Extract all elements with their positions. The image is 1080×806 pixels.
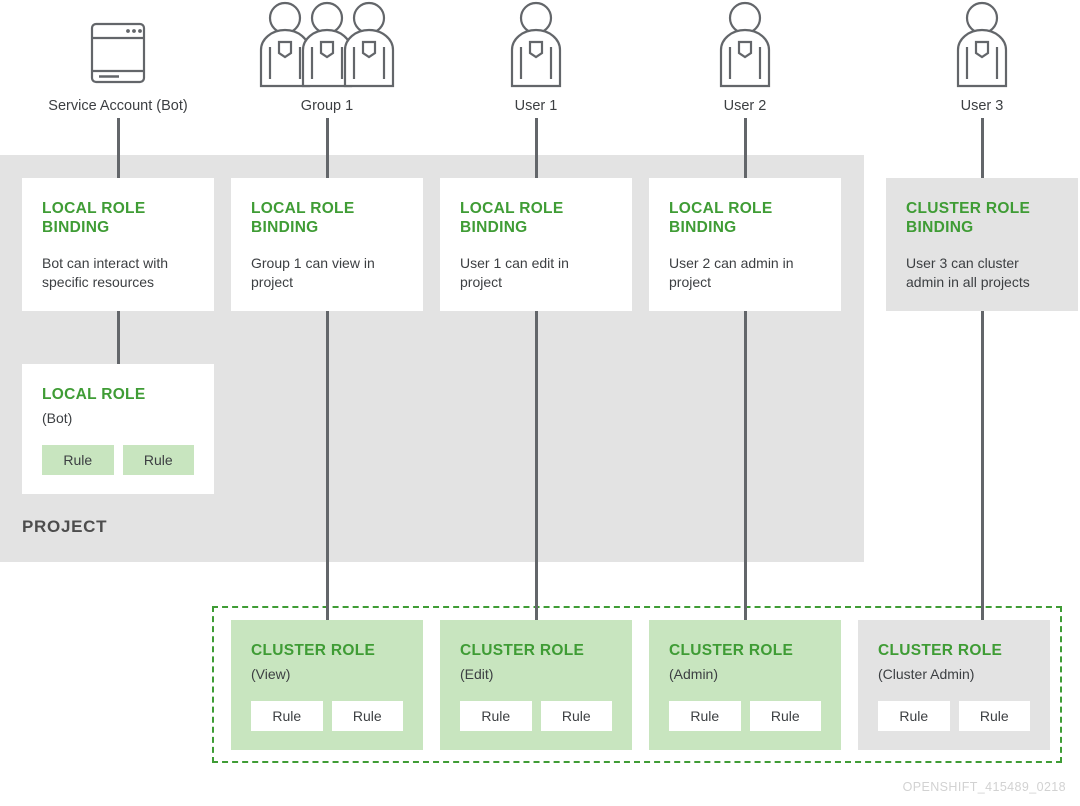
- actor-service-account: Service Account (Bot): [28, 0, 208, 114]
- local-role-binding-card-group1[interactable]: LOCAL ROLE BINDING Group 1 can view in p…: [231, 178, 423, 311]
- rule-chip[interactable]: Rule: [540, 701, 612, 732]
- project-label: PROJECT: [22, 517, 108, 536]
- card-subtitle: (Edit): [460, 665, 494, 682]
- person-icon: [446, 0, 626, 88]
- rule-chip[interactable]: Rule: [122, 445, 194, 476]
- actor-group1: Group 1: [237, 0, 417, 114]
- card-subtitle: (Bot): [42, 409, 73, 426]
- server-window-icon: [28, 0, 208, 88]
- card-title: CLUSTER ROLE: [251, 642, 376, 659]
- card-title: CLUSTER ROLE: [460, 642, 585, 659]
- cluster-role-card-admin[interactable]: CLUSTER ROLE (Admin) Rule Rule: [649, 620, 841, 750]
- local-role-binding-card-user2[interactable]: LOCAL ROLE BINDING User 2 can admin in p…: [649, 178, 841, 311]
- actor-label: User 1: [514, 98, 558, 114]
- card-title: CLUSTER ROLE BINDING: [906, 200, 1031, 236]
- rule-chip[interactable]: Rule: [669, 701, 741, 732]
- card-title: CLUSTER ROLE: [669, 642, 794, 659]
- actor-user1: User 1: [446, 0, 626, 114]
- cluster-role-card-cluster-admin[interactable]: CLUSTER ROLE (Cluster Admin) Rule Rule: [858, 620, 1050, 750]
- rule-chip[interactable]: Rule: [878, 701, 950, 732]
- rule-list: Rule Rule: [460, 701, 612, 732]
- card-title: CLUSTER ROLE: [878, 642, 1003, 659]
- local-role-card-bot[interactable]: LOCAL ROLE (Bot) Rule Rule: [22, 364, 214, 494]
- local-role-binding-card-bot[interactable]: LOCAL ROLE BINDING Bot can interact with…: [22, 178, 214, 311]
- person-icon: [655, 0, 835, 88]
- card-subtitle: (Cluster Admin): [878, 665, 975, 682]
- card-subtitle: (Admin): [669, 665, 719, 682]
- card-title: LOCAL ROLE BINDING: [460, 200, 564, 236]
- connector-user2: [744, 118, 747, 630]
- card-title: LOCAL ROLE: [42, 386, 146, 403]
- watermark-label: OPENSHIFT_415489_0218: [902, 780, 1066, 794]
- card-description: Bot can interact with specific resources: [42, 254, 169, 290]
- rule-chip[interactable]: Rule: [42, 445, 114, 476]
- actor-user2: User 2: [655, 0, 835, 114]
- connector-user1: [535, 118, 538, 630]
- rule-list: Rule Rule: [669, 701, 821, 732]
- cluster-scope-boundary: [212, 606, 1062, 763]
- connector-user3: [981, 118, 984, 630]
- card-description: Group 1 can view in project: [251, 254, 375, 290]
- rule-list: Rule Rule: [251, 701, 403, 732]
- cluster-role-binding-card-user3[interactable]: CLUSTER ROLE BINDING User 3 can cluster …: [886, 178, 1078, 311]
- rule-chip[interactable]: Rule: [331, 701, 403, 732]
- card-description: User 2 can admin in project: [669, 254, 794, 290]
- rule-chip[interactable]: Rule: [460, 701, 532, 732]
- local-role-binding-card-user1[interactable]: LOCAL ROLE BINDING User 1 can edit in pr…: [440, 178, 632, 311]
- actor-user3: User 3: [892, 0, 1072, 114]
- group-of-people-icon: [237, 0, 417, 88]
- actor-label: Service Account (Bot): [48, 98, 188, 114]
- rule-chip[interactable]: Rule: [749, 701, 821, 732]
- rule-chip[interactable]: Rule: [958, 701, 1030, 732]
- connector-group1: [326, 118, 329, 630]
- person-icon: [892, 0, 1072, 88]
- rule-list: Rule Rule: [42, 445, 194, 476]
- connector-service-account-mid: [117, 310, 120, 365]
- cluster-role-card-edit[interactable]: CLUSTER ROLE (Edit) Rule Rule: [440, 620, 632, 750]
- card-title: LOCAL ROLE BINDING: [251, 200, 355, 236]
- card-title: LOCAL ROLE BINDING: [42, 200, 146, 236]
- connector-service-account-top: [117, 118, 120, 178]
- card-subtitle: (View): [251, 665, 291, 682]
- rule-chip[interactable]: Rule: [251, 701, 323, 732]
- card-description: User 1 can edit in project: [460, 254, 569, 290]
- rule-list: Rule Rule: [878, 701, 1030, 732]
- card-description: User 3 can cluster admin in all projects: [906, 254, 1030, 290]
- cluster-role-card-view[interactable]: CLUSTER ROLE (View) Rule Rule: [231, 620, 423, 750]
- card-title: LOCAL ROLE BINDING: [669, 200, 773, 236]
- actor-label: Group 1: [300, 98, 354, 114]
- actor-label: User 2: [723, 98, 767, 114]
- actor-label: User 3: [960, 98, 1004, 114]
